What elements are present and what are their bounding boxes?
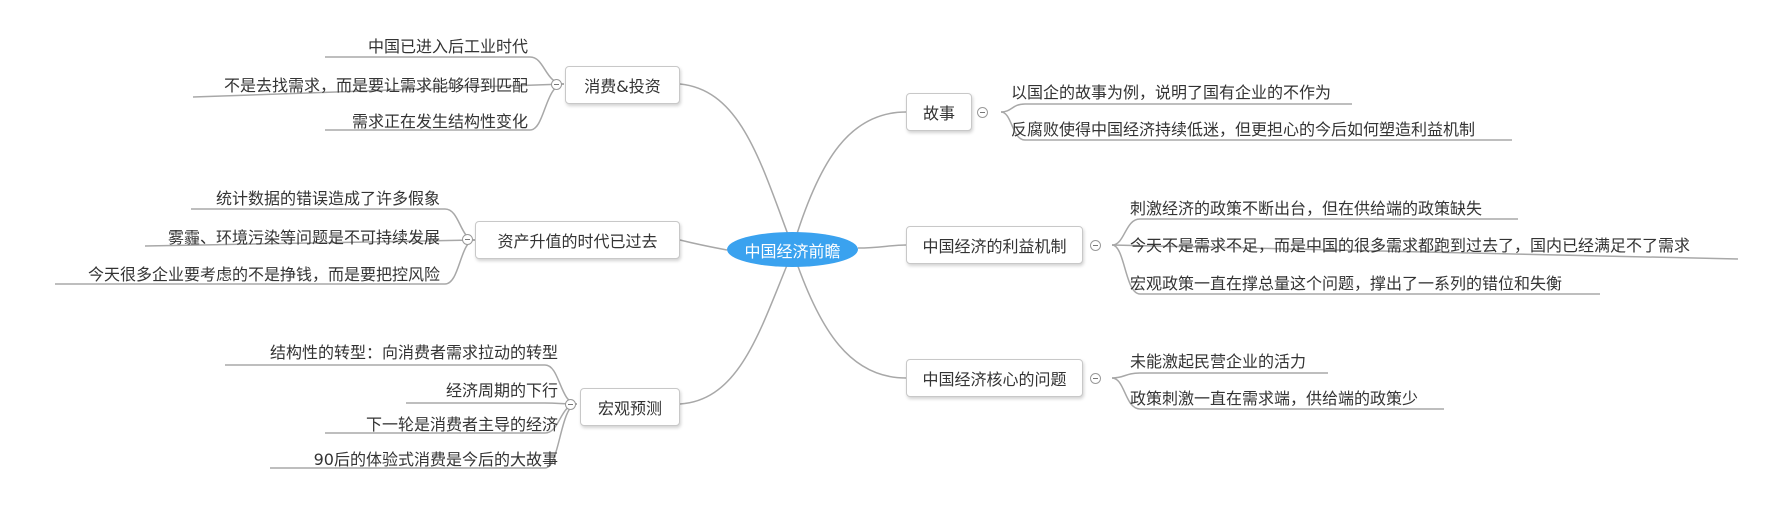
collapse-toggle[interactable] (565, 399, 576, 410)
leaf-3-0: 以国企的故事为例，说明了国有企业的不作为 (1011, 83, 1332, 102)
topic-asset-appreciation[interactable]: 资产升值的时代已过去 (475, 221, 680, 259)
topic-label: 故事 (922, 104, 955, 123)
leaf-5-0: 未能激起民营企业的活力 (1130, 352, 1307, 371)
topic-label: 消费&投资 (584, 77, 661, 96)
leaf-1-2: 今天很多企业要考虑的不是挣钱，而是要把控风险 (87, 265, 440, 284)
topic-macro-forecast[interactable]: 宏观预测 (580, 388, 680, 426)
leaf-3-1: 反腐败使得中国经济持续低迷，但更担心的今后如何塑造利益机制 (1011, 120, 1476, 139)
collapse-toggle[interactable] (1090, 373, 1101, 384)
collapse-toggle[interactable] (1090, 240, 1101, 251)
leaf-0-2: 需求正在发生结构性变化 (351, 112, 528, 131)
leaf-2-3: 90后的体验式消费是今后的大故事 (313, 450, 558, 469)
leaf-4-1: 今天不是需求不足，而是中国的很多需求都跑到过去了，国内已经满足不了需求 (1130, 236, 1691, 255)
topic-label: 中国经济的利益机制 (922, 237, 1067, 256)
collapse-toggle[interactable] (551, 79, 562, 90)
leaf-1-1: 雾霾、环境污染等问题是不可持续发展 (167, 228, 440, 247)
leaf-2-2: 下一轮是消费者主导的经济 (365, 415, 558, 434)
leaf-5-1: 政策刺激一直在需求端，供给端的政策少 (1130, 389, 1419, 408)
topic-label: 宏观预测 (597, 399, 662, 418)
topic-story[interactable]: 故事 (906, 93, 972, 131)
central-topic[interactable]: 中国经济前瞻 (727, 232, 858, 267)
central-topic-label: 中国经济前瞻 (744, 241, 841, 261)
topic-label: 资产升值的时代已过去 (497, 232, 658, 251)
collapse-toggle[interactable] (977, 107, 988, 118)
leaf-4-2: 宏观政策一直在撑总量这个问题，撑出了一系列的错位和失衡 (1130, 274, 1563, 293)
leaf-2-1: 经济周期的下行 (445, 381, 558, 400)
leaf-1-0: 统计数据的错误造成了许多假象 (215, 189, 440, 208)
leaf-0-0: 中国已进入后工业时代 (367, 37, 528, 56)
leaf-4-0: 刺激经济的政策不断出台，但在供给端的政策缺失 (1130, 199, 1483, 218)
collapse-toggle[interactable] (462, 234, 473, 245)
topic-label: 中国经济核心的问题 (922, 370, 1067, 389)
topic-core-problem[interactable]: 中国经济核心的问题 (906, 359, 1083, 397)
leaf-0-1: 不是去找需求，而是要让需求能够得到匹配 (223, 76, 528, 95)
topic-consumption-investment[interactable]: 消费&投资 (565, 66, 680, 104)
leaf-2-0: 结构性的转型：向消费者需求拉动的转型 (269, 343, 558, 362)
topic-interest-mechanism[interactable]: 中国经济的利益机制 (906, 226, 1083, 264)
